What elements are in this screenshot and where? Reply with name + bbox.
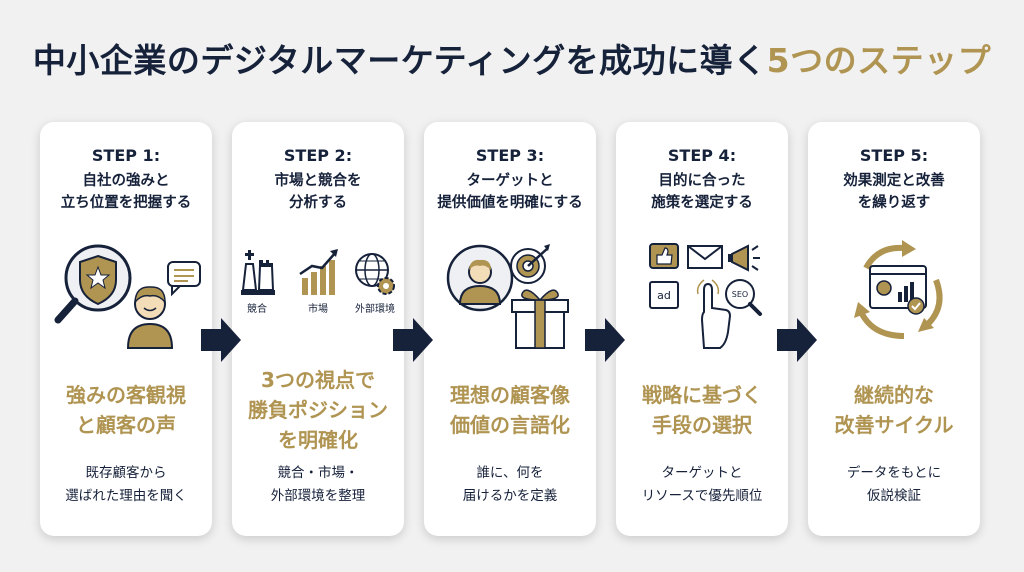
headline-line: 改善サイクル (834, 413, 954, 437)
shield-star-icon (79, 254, 117, 306)
step-headline: 戦略に基づく 手段の選択 (616, 380, 788, 440)
subtitle-line: 効果測定と改善 (843, 173, 945, 189)
subtitle-line: を繰り返す (857, 195, 931, 211)
step-card-3: STEP 3: ターゲットと 提供価値を明確にする 理想の顧客像 価値の言語化 (424, 122, 596, 536)
tap-hand-icon (696, 279, 732, 349)
headline-line: 価値の言語化 (450, 413, 570, 437)
gift-box-icon (511, 289, 569, 349)
subtitle-line: 施策を選定する (651, 195, 753, 211)
subtitle-line: 自社の強みと (82, 173, 170, 189)
step-card-1: STEP 1: 自社の強みと 立ち位置を把握する 強みの客観視 と顧客の声 (40, 122, 212, 536)
megaphone-icon (728, 244, 760, 272)
icon-label: SEO (732, 290, 748, 299)
step-card-2: STEP 2: 市場と競合を 分析する (232, 122, 404, 536)
step-subtitle: 目的に合った 施策を選定する (616, 170, 788, 214)
step-headline: 継続的な 改善サイクル (808, 380, 980, 440)
person-icon (126, 286, 174, 349)
step-number: STEP 4: (667, 146, 737, 165)
mail-icon (687, 245, 723, 269)
arrow-right-icon (777, 318, 817, 362)
arrow-right-icon (585, 318, 625, 362)
subtitle-line: 市場と競合を (274, 173, 362, 189)
desc-line: 競合・市場・ (277, 465, 359, 481)
globe-gear-icon (355, 253, 395, 295)
step-illustration (854, 240, 943, 339)
page-title: 中小企業のデジタルマーケティングを成功に導く5つのステップ (0, 34, 1024, 82)
desc-line: データをもとに (846, 465, 942, 481)
step-number: STEP 1: (91, 146, 161, 165)
icon-label: 競合 (247, 302, 267, 315)
desc-line: 外部環境を整理 (270, 488, 366, 504)
thumbs-up-icon (649, 243, 679, 269)
title-highlight: 5つのステップ (766, 41, 992, 80)
title-main: 中小企業のデジタルマーケティングを成功に導く (32, 41, 767, 80)
icon-label: ad (657, 289, 671, 302)
step-description: 競合・市場・ 外部環境を整理 (232, 462, 404, 508)
arrow-right-icon (393, 318, 433, 362)
ad-icon: ad (649, 281, 679, 309)
cycle-arrows-icon (854, 240, 943, 339)
headline-line: 3つの視点で (261, 368, 375, 392)
step-headline: 3つの視点で 勝負ポジション を明確化 (232, 365, 404, 455)
step-subtitle: 効果測定と改善 を繰り返す (808, 170, 980, 214)
headline-line: 継続的な (854, 383, 934, 407)
headline-line: 理想の顧客像 (450, 383, 570, 407)
step-description: 誰に、何を 届けるかを定義 (424, 462, 596, 508)
step-illustration (446, 244, 569, 349)
headline-line: 戦略に基づく (642, 383, 762, 407)
subtitle-line: 目的に合った (658, 173, 746, 189)
target-arrow-icon (510, 244, 550, 284)
step-description: ターゲットと リソースで優先順位 (616, 462, 788, 508)
target-person-icon (446, 244, 514, 312)
desc-line: ターゲットと (661, 465, 743, 481)
desc-line: 選ばれた理由を聞く (65, 488, 187, 504)
dashboard-icon (869, 265, 927, 315)
headline-line: を明確化 (278, 428, 358, 452)
desc-line: 誰に、何を (476, 465, 544, 481)
step-number: STEP 2: (283, 146, 353, 165)
headline-line: 強みの客観視 (66, 383, 186, 407)
step-headline: 理想の顧客像 価値の言語化 (424, 380, 596, 440)
icon-label: 外部環境 (355, 302, 395, 315)
step-subtitle: 市場と競合を 分析する (232, 170, 404, 214)
step-headline: 強みの客観視 と顧客の声 (40, 380, 212, 440)
headline-line: 勝負ポジション (248, 398, 388, 422)
desc-line: 届けるかを定義 (462, 488, 558, 504)
step-subtitle: ターゲットと 提供価値を明確にする (424, 170, 596, 214)
desc-line: 仮説検証 (867, 488, 921, 504)
desc-line: 既存顧客から (85, 465, 167, 481)
desc-line: リソースで優先順位 (641, 488, 763, 504)
subtitle-line: 立ち位置を把握する (60, 195, 192, 211)
chess-pieces-icon (241, 250, 275, 295)
step-card-4: STEP 4: 目的に合った 施策を選定する ad (616, 122, 788, 536)
arrow-right-icon (201, 318, 241, 362)
step-number: STEP 5: (859, 146, 929, 165)
headline-line: と顧客の声 (76, 413, 176, 437)
step-description: 既存顧客から 選ばれた理由を聞く (40, 462, 212, 508)
seo-search-icon: SEO (725, 279, 762, 316)
subtitle-line: ターゲットと (466, 173, 554, 189)
step-subtitle: 自社の強みと 立ち位置を把握する (40, 170, 212, 214)
speech-bubble-icon (167, 261, 201, 297)
icon-label: 市場 (308, 302, 328, 315)
step-illustration: ad SEO (649, 243, 762, 349)
step-illustration (54, 244, 201, 349)
subtitle-line: 提供価値を明確にする (437, 195, 583, 211)
subtitle-line: 分析する (289, 195, 347, 211)
step-card-5: STEP 5: 効果測定と改善 を繰り返す 継続的な 改善サイクル データをもと… (808, 122, 980, 536)
step-description: データをもとに 仮説検証 (808, 462, 980, 508)
growth-chart-icon (299, 249, 338, 295)
step-illustration: 競合 市場 外部環境 (241, 249, 395, 315)
step-number: STEP 3: (475, 146, 545, 165)
headline-line: 手段の選択 (652, 413, 752, 437)
